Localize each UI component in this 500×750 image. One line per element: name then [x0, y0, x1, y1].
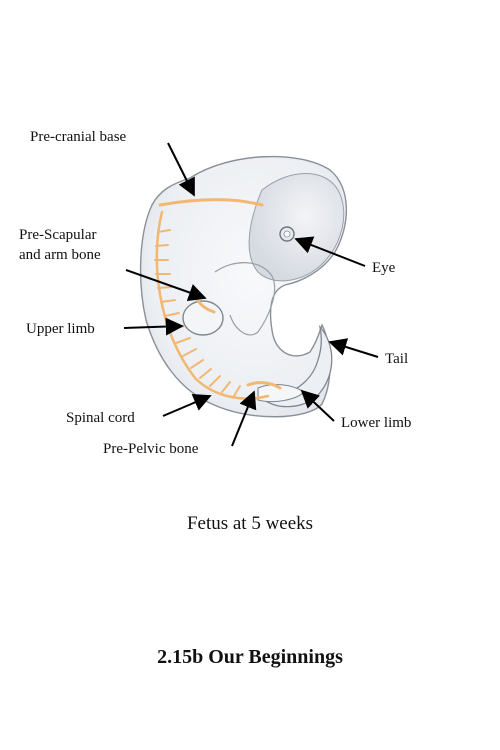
arrow-spinal-cord — [162, 394, 212, 417]
label-tail: Tail — [385, 351, 409, 367]
arrow-precranial — [167, 142, 195, 197]
label-eye: Eye — [372, 260, 396, 276]
arrow-prepelvic — [231, 390, 257, 447]
label-precranial-base: Pre-cranial base — [30, 129, 127, 145]
arrow-lower-limb — [300, 389, 335, 422]
eye-pupil — [283, 230, 291, 238]
arrow-tail — [328, 338, 379, 358]
pelvic-bone — [246, 381, 282, 390]
precranial-bone — [158, 198, 264, 207]
pointer-arrows — [123, 142, 379, 447]
embryo-head — [248, 173, 345, 282]
label-spinal-cord: Spinal cord — [66, 410, 135, 426]
figure-caption: Fetus at 5 weeks — [186, 513, 314, 534]
figure-title: 2.15b Our Beginnings — [157, 646, 343, 668]
label-prepelvic-bone: Pre-Pelvic bone — [103, 441, 199, 457]
arrow-prescapular — [125, 269, 207, 302]
label-prescapular-line1: Pre-Scapular — [19, 227, 97, 243]
arrow-upper-limb — [123, 317, 184, 336]
label-upper-limb: Upper limb — [26, 321, 95, 337]
label-lower-limb: Lower limb — [341, 415, 412, 431]
embryo-inner-curve — [214, 262, 276, 336]
label-prescapular-line2: and arm bone — [19, 247, 101, 263]
arrow-eye — [294, 236, 366, 267]
